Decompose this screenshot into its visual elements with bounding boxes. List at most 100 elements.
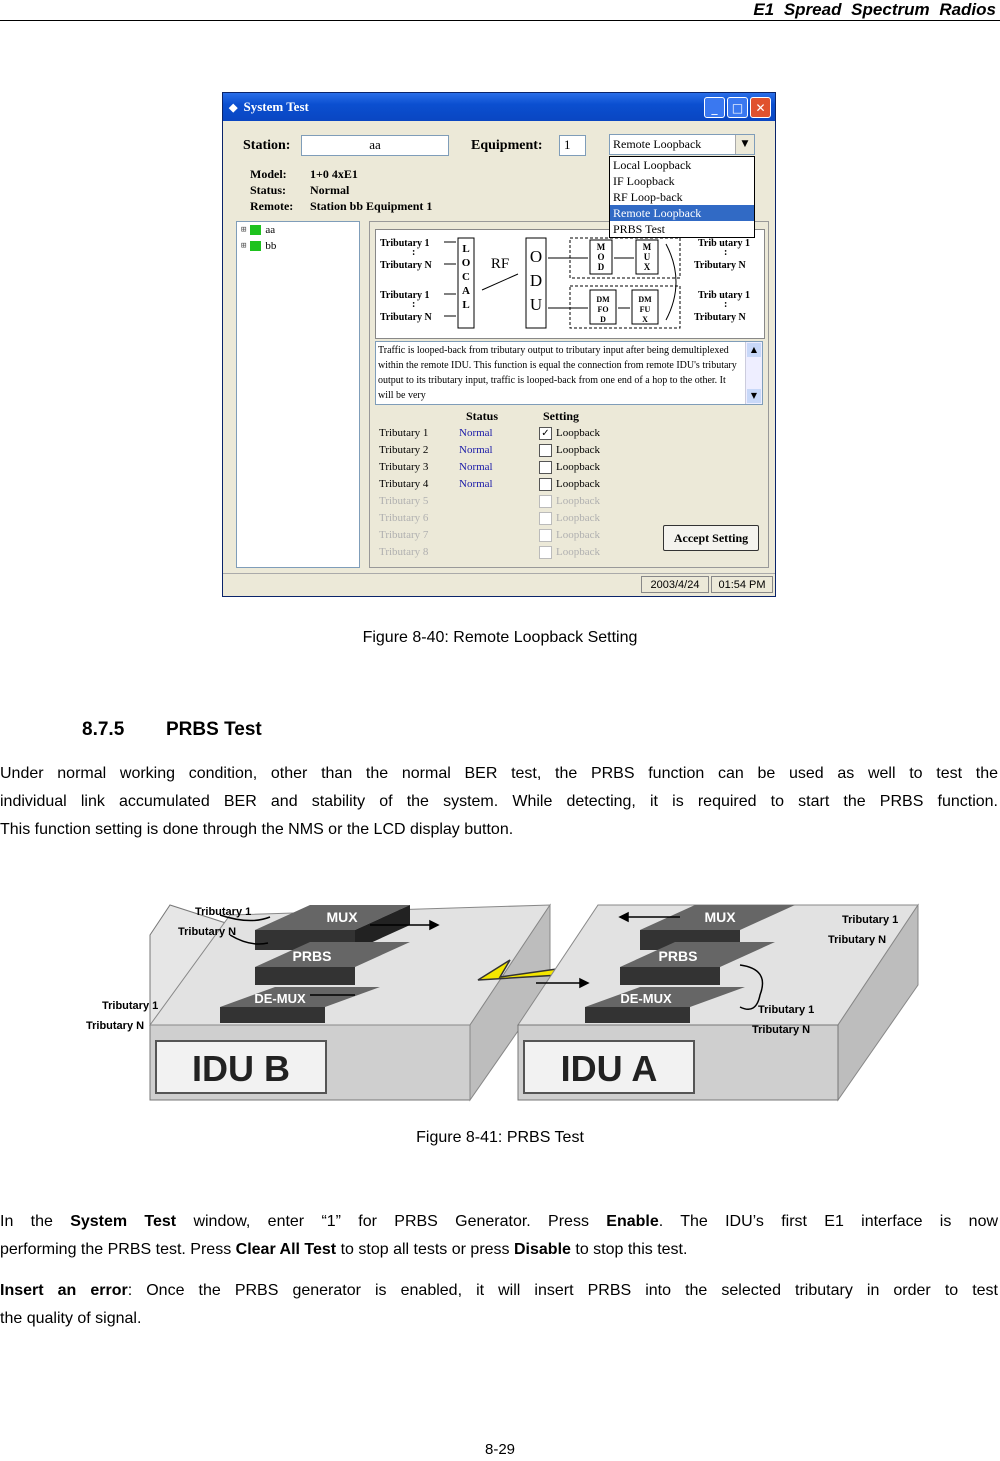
loopback-checkbox (539, 512, 552, 525)
loopback-checkbox[interactable] (539, 444, 552, 457)
loopback-label: Loopback (556, 427, 600, 439)
svg-text:D: D (600, 315, 606, 324)
loopback-label: Loopback (556, 529, 600, 541)
prbs-block-a: PRBS (620, 942, 775, 985)
local-block (457, 237, 475, 329)
demux-block-b: DE-MUX (220, 987, 380, 1023)
trib-1-label: Tributary 1 (758, 1004, 814, 1016)
idu-b-label: IDU B (192, 1048, 290, 1089)
local-label-L: L (462, 243, 469, 255)
test-panel (369, 221, 769, 568)
status-green-icon (250, 225, 262, 235)
test-type-dropdown[interactable]: Remote Loopback ▼ (609, 134, 755, 155)
tree-node-bb[interactable]: ⊞bb (237, 238, 359, 254)
expand-icon[interactable]: ⊞ (241, 241, 247, 251)
tributary-name: Tributary 3 (379, 461, 429, 473)
loopback-label: Loopback (556, 478, 600, 490)
setting-header: Setting (543, 409, 579, 423)
svg-text:M: M (597, 242, 606, 252)
svg-text:X: X (642, 315, 648, 324)
window-titlebar[interactable]: ◆ System Test (223, 93, 775, 121)
page-number: 8-29 (484, 1441, 516, 1458)
minimize-button[interactable]: _ (704, 97, 725, 118)
maximize-button[interactable]: □ (727, 97, 748, 118)
section-title: PRBS Test (166, 719, 262, 740)
loopback-checkbox[interactable] (539, 461, 552, 474)
diagram-label: Tributary N (380, 312, 433, 323)
tributary-name: Tributary 6 (379, 512, 429, 524)
paragraph-system-test: In the System Test window, enter “1” for… (0, 1208, 998, 1264)
section-number: 8.7.5 (82, 719, 125, 740)
status-value: Normal (310, 183, 350, 197)
scrollbar[interactable]: ▲ ▼ (745, 342, 762, 404)
tributary-status: Normal (459, 444, 493, 456)
svg-text:C: C (462, 271, 470, 283)
svg-text:O: O (462, 257, 471, 269)
station-label: Station: (243, 138, 291, 153)
svg-text:FU: FU (640, 305, 651, 314)
model-label: Model: (250, 167, 287, 181)
diagram-label: Trib utary 1 (698, 238, 750, 249)
paragraph-line: This function setting is done through th… (0, 821, 514, 838)
scroll-down-icon[interactable]: ▼ (747, 389, 761, 403)
svg-text:A: A (462, 285, 470, 297)
svg-text:DM: DM (596, 295, 610, 304)
equipment-field[interactable]: 1 (559, 135, 586, 156)
diagram-dots: : (724, 299, 727, 310)
mux-label: MUX (704, 909, 736, 925)
tributary-row: Tributary 3 Normal Loopback (379, 459, 639, 476)
loopback-checkbox (539, 495, 552, 508)
svg-text:DM: DM (638, 295, 652, 304)
window-title: System Test (243, 99, 309, 114)
loopback-checkbox (539, 529, 552, 542)
tributary-name: Tributary 8 (379, 546, 429, 558)
accept-setting-button[interactable]: Accept Setting (663, 525, 759, 551)
dropdown-option[interactable]: IF Loopback (613, 174, 675, 188)
tributary-status: Normal (459, 478, 493, 490)
odu-block (525, 237, 547, 329)
description-box[interactable]: Traffic is looped-back from tributary ou… (375, 341, 763, 405)
status-bar: 2003/4/24 01:54 PM (223, 573, 775, 596)
loopback-label: Loopback (556, 495, 600, 507)
station-field[interactable]: aa (301, 135, 449, 156)
remote-label: Remote: (250, 199, 294, 213)
loopback-checkbox (539, 546, 552, 559)
demux-label: DE-MUX (620, 991, 672, 1006)
text-run: to stop all tests or press (336, 1241, 514, 1258)
bold-term-insert-error: Insert an error (0, 1282, 128, 1299)
svg-text:FO: FO (597, 305, 608, 314)
prbs-label: PRBS (293, 948, 332, 964)
loopback-checkbox[interactable] (539, 478, 552, 491)
loopback-checkbox[interactable]: ✓ (539, 427, 552, 440)
diagram-label: Trib utary 1 (698, 290, 750, 301)
close-button[interactable]: ✕ (750, 97, 771, 118)
tributary-name: Tributary 5 (379, 495, 429, 507)
tributary-name: Tributary 1 (379, 427, 429, 439)
app-icon: ◆ (229, 101, 238, 114)
tributary-status: Normal (459, 461, 493, 473)
diagram-label: Tributary N (380, 260, 433, 271)
loopback-diagram: Tributary 1 : Tributary N Tributary 1 : … (375, 229, 765, 339)
text-run: performing the PRBS test. Press (0, 1241, 236, 1258)
dropdown-option[interactable]: PRBS Test (613, 222, 665, 236)
tree-node-label: aa (265, 224, 276, 236)
status-header: Status (466, 409, 499, 423)
svg-text:M: M (643, 242, 652, 252)
paragraph-line: performing the PRBS test. Press Clear Al… (0, 1236, 998, 1264)
mod-block (589, 239, 613, 275)
chevron-down-icon[interactable]: ▼ (735, 135, 754, 154)
svg-text:D: D (598, 262, 605, 272)
dropdown-option[interactable]: Local Loopback (613, 158, 692, 172)
tree-node-aa[interactable]: ⊞ aa (237, 222, 359, 238)
remote-value: Station bb Equipment 1 (310, 199, 433, 213)
loopback-label: Loopback (556, 461, 600, 473)
expand-icon[interactable]: ⊞ (241, 225, 247, 235)
running-head-text: E1 Spread Spectrum Radios (753, 0, 996, 19)
scroll-up-icon[interactable]: ▲ (747, 343, 761, 357)
dropdown-option-selected[interactable]: Remote Loopback (610, 205, 754, 221)
dropdown-option[interactable]: RF Loop-back (613, 190, 683, 204)
